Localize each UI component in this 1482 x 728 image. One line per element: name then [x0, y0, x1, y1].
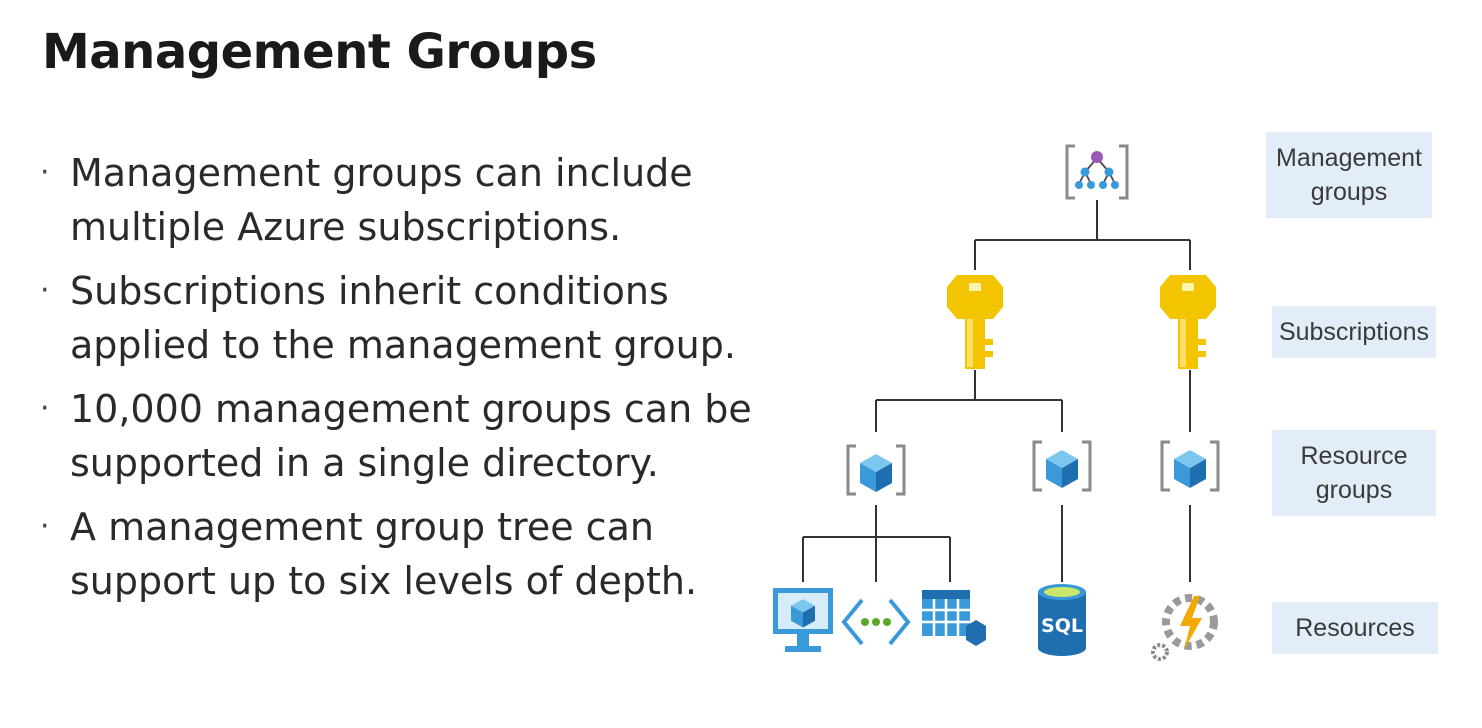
tier-label-management-groups: Management groups: [1266, 132, 1432, 218]
bullet-marker: ·: [40, 509, 50, 544]
function-app-icon: [1151, 594, 1218, 661]
virtual-network-icon: [841, 598, 911, 646]
bullet-item: · Subscriptions inherit conditions applie…: [38, 264, 798, 372]
tier-label-resources: Resources: [1272, 602, 1438, 654]
tier-label-resource-groups: Resource groups: [1272, 430, 1436, 516]
slide-title: Management Groups: [42, 24, 597, 80]
bullet-marker: ·: [40, 391, 50, 426]
resource-group-icon: [848, 446, 904, 494]
bullet-text: A management group tree can support up t…: [70, 505, 698, 603]
subscription-key-icon: [947, 275, 1003, 369]
subscription-key-icon: [1160, 275, 1216, 369]
sql-label: SQL: [1041, 615, 1083, 637]
bullet-marker: ·: [40, 155, 50, 190]
sql-database-icon: SQL: [1038, 584, 1086, 656]
resource-group-icon: [1034, 442, 1090, 490]
management-group-icon: [1065, 144, 1129, 200]
bullet-text: Management groups can include multiple A…: [70, 151, 693, 249]
bullet-list: · Management groups can include multiple …: [38, 146, 798, 618]
connector-lines: [802, 200, 1191, 582]
bullet-text: 10,000 management groups can be supporte…: [70, 387, 752, 485]
virtual-machine-icon: [773, 588, 833, 652]
bullet-item: · A management group tree can support up …: [38, 500, 798, 608]
resource-group-icon: [1162, 442, 1218, 490]
bullet-marker: ·: [40, 273, 50, 308]
storage-table-icon: [922, 590, 986, 646]
bullet-item: · Management groups can include multiple …: [38, 146, 798, 254]
bullet-item: · 10,000 management groups can be support…: [38, 382, 798, 490]
tier-label-subscriptions: Subscriptions: [1272, 306, 1436, 358]
bullet-text: Subscriptions inherit conditions applied…: [70, 269, 736, 367]
